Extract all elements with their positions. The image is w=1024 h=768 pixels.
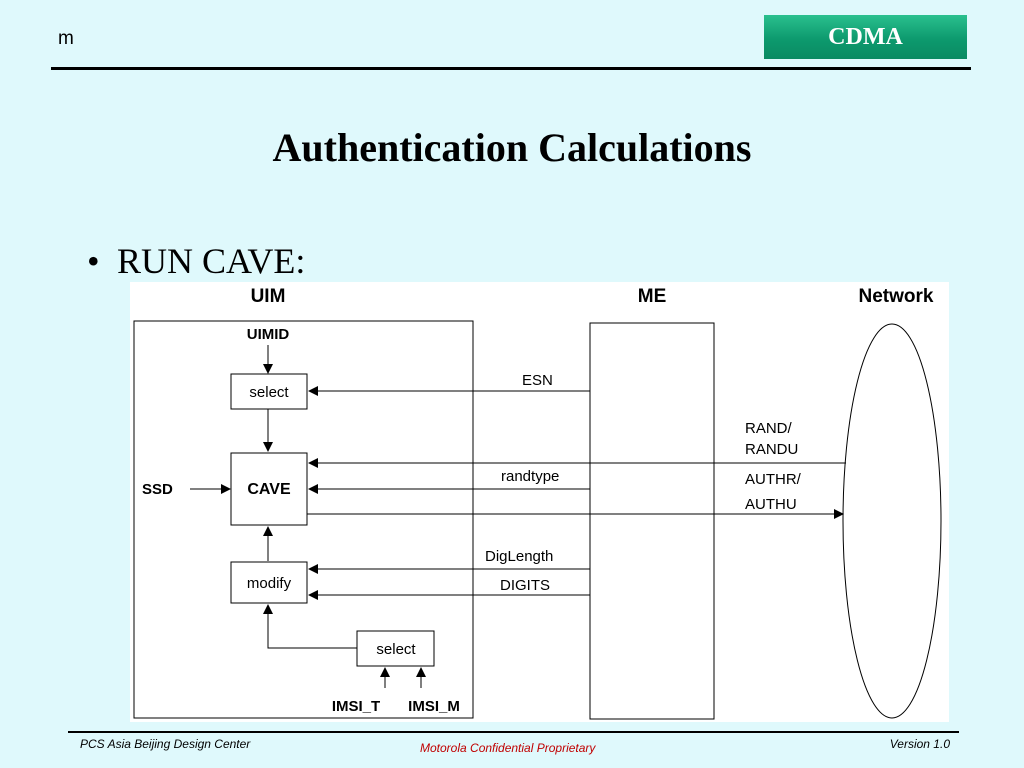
imsi-m-label: IMSI_M (408, 698, 460, 715)
bottom-divider (68, 731, 959, 733)
network-ellipse (842, 323, 942, 719)
brand-badge: CDMA (764, 15, 967, 59)
diglength-label: DigLength (485, 548, 553, 565)
cave-label: CAVE (247, 481, 291, 498)
network-column-label: Network (859, 286, 934, 307)
slide-title: Authentication Calculations (272, 125, 752, 170)
select-top-box (230, 373, 308, 410)
me-frame (589, 322, 715, 720)
imsi-t-label: IMSI_T (332, 698, 380, 715)
uim-column-label: UIM (251, 286, 286, 307)
me-column-label: ME (638, 286, 667, 307)
modify-box (230, 561, 308, 604)
ssd-label: SSD (142, 481, 173, 498)
footer-confidential: Motorola Confidential Proprietary (420, 741, 596, 755)
esn-label: ESN (522, 372, 553, 389)
select-bottom-label: select (376, 641, 416, 658)
rand-label-line2: RANDU (745, 441, 798, 458)
authentication-diagram: UIM ME Network UIMID select CAVE SSD mod… (130, 282, 949, 722)
digits-label: DIGITS (500, 577, 550, 594)
randtype-label: randtype (501, 468, 559, 485)
select-top-label: select (249, 384, 289, 401)
top-divider (51, 67, 971, 70)
bullet-text: RUN CAVE: (117, 241, 306, 281)
footer-version: Version 1.0 (889, 737, 950, 751)
modify-label: modify (247, 575, 292, 592)
cave-box (230, 452, 308, 526)
authr-label-line2: AUTHU (745, 496, 797, 513)
footer-left: PCS Asia Beijing Design Center (80, 737, 251, 751)
select-to-modify-arrow (263, 604, 357, 649)
authr-label-line1: AUTHR/ (745, 471, 802, 488)
header-mark: m (58, 28, 74, 49)
uimid-label: UIMID (247, 326, 290, 343)
rand-label-line1: RAND/ (745, 420, 793, 437)
uim-frame (133, 320, 474, 719)
bullet-icon: • (87, 241, 100, 281)
bullet-item: • RUN CAVE: (87, 240, 305, 282)
